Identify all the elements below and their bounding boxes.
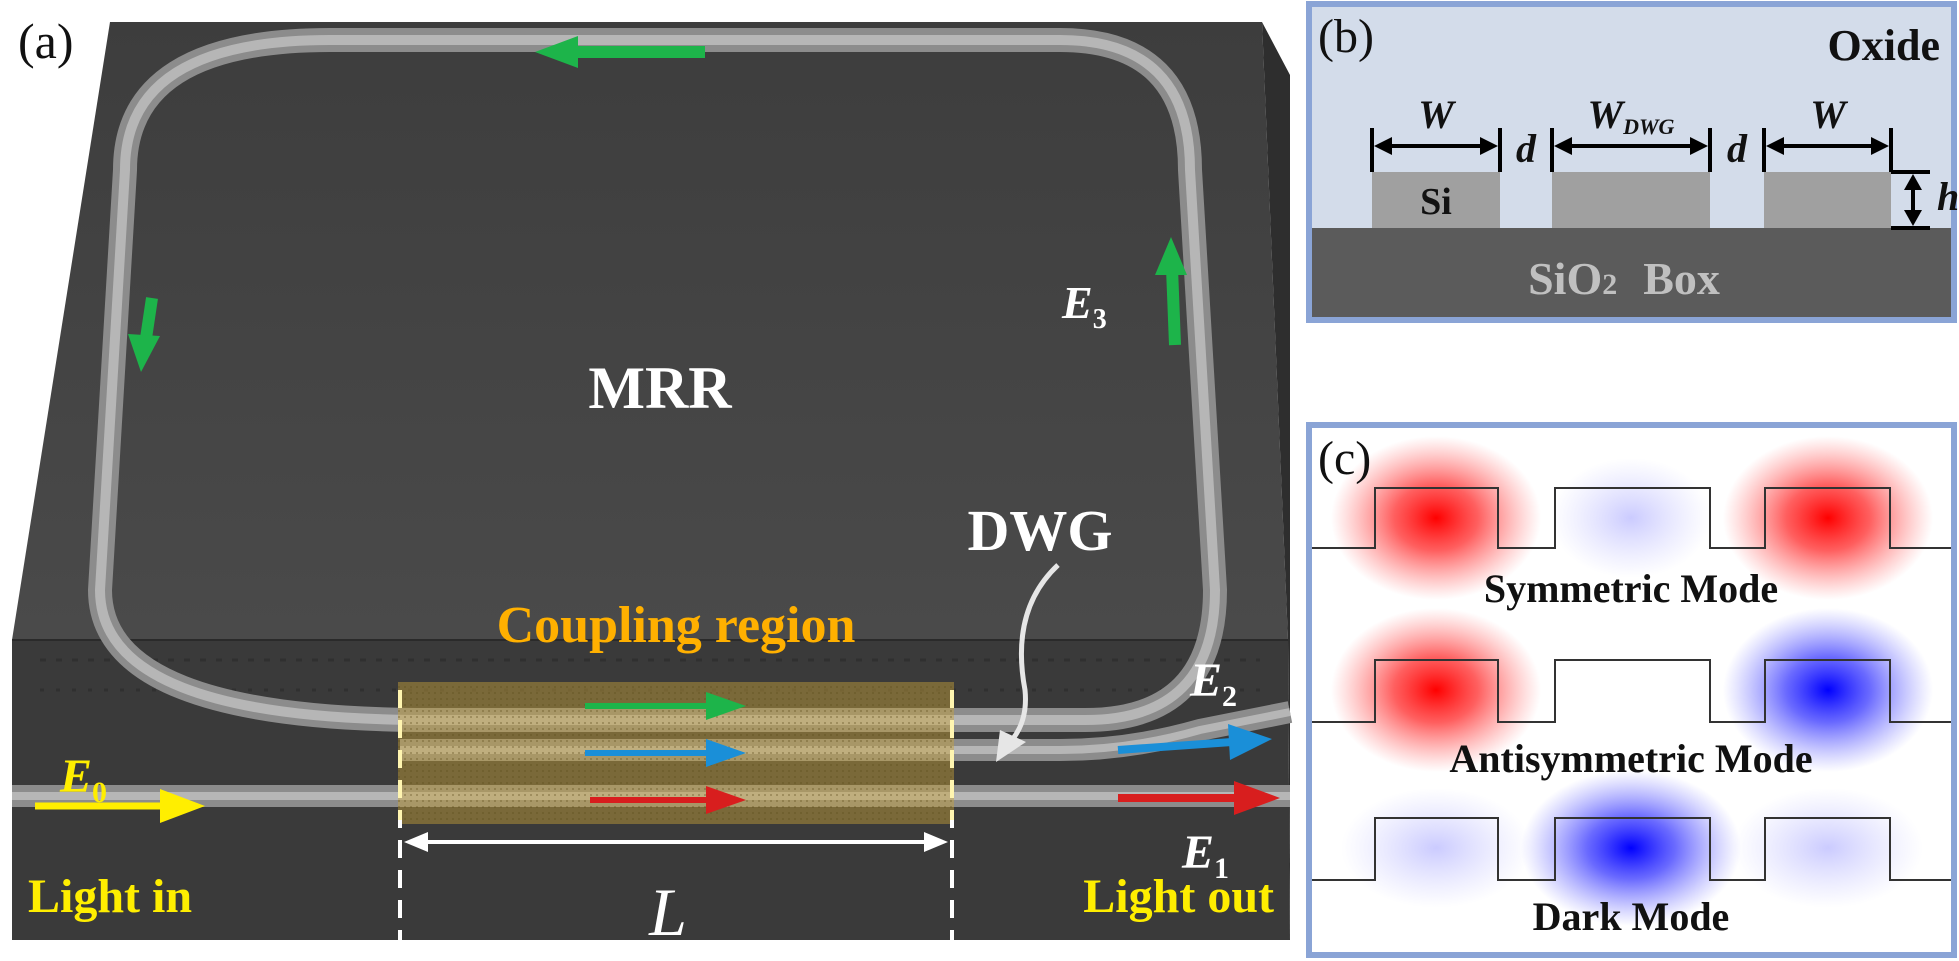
sio2-box-layer (1312, 228, 1951, 317)
dwg-waveguide-center (1552, 172, 1710, 228)
dwg-label: DWG (968, 498, 1113, 563)
d-left-label: d (1516, 126, 1537, 171)
input-arrow (35, 789, 205, 823)
dark-mode-field (1312, 770, 1951, 926)
light-out-label: Light out (1083, 870, 1274, 923)
si-waveguide-right (1764, 172, 1891, 228)
d-right-label: d (1727, 126, 1748, 171)
symmetric-mode-label: Symmetric Mode (1484, 566, 1778, 611)
dimension-arrows (1370, 128, 1930, 230)
e3-label: E3 (1061, 277, 1107, 335)
chip-right-side (1262, 22, 1290, 940)
light-in-label: Light in (28, 870, 192, 923)
dark-mode-label: Dark Mode (1533, 894, 1730, 939)
symmetric-mode-field (1312, 436, 1951, 600)
ring-arrows (128, 36, 1187, 372)
h-label: h (1937, 174, 1959, 219)
coupling-arrows (585, 692, 746, 814)
panel-c-label: (c) (1318, 432, 1371, 485)
output-arrows (1117, 724, 1280, 815)
w-dwg-label: WDWG (1588, 92, 1675, 139)
panel-b-label: (b) (1318, 10, 1374, 63)
chip-top-surface (12, 22, 1288, 640)
antisymmetric-mode-field (1312, 608, 1951, 772)
length-arrow (404, 832, 948, 852)
e0-label: E0 (59, 750, 107, 809)
e2-label: E2 (1189, 654, 1237, 713)
panel-a: (a) MRR DWG Coupling region E0 E1 E2 E3 … (12, 13, 1293, 950)
w-right-label: W (1810, 92, 1848, 137)
si-waveguide-left (1372, 172, 1500, 228)
panel-c: Symmetric Mode Antisymmetric Mode Dark M… (1306, 422, 1957, 958)
length-label: L (648, 874, 687, 950)
mrr-label: MRR (588, 355, 732, 421)
w-left-label: W (1418, 92, 1456, 137)
oxide-label: Oxide (1828, 21, 1940, 70)
coupling-region-label: Coupling region (497, 597, 856, 654)
e1-label: E1 (1181, 826, 1229, 885)
panel-a-label: (a) (18, 13, 74, 69)
dwg-pointer-arrow (996, 563, 1060, 762)
si-label: Si (1420, 181, 1452, 223)
